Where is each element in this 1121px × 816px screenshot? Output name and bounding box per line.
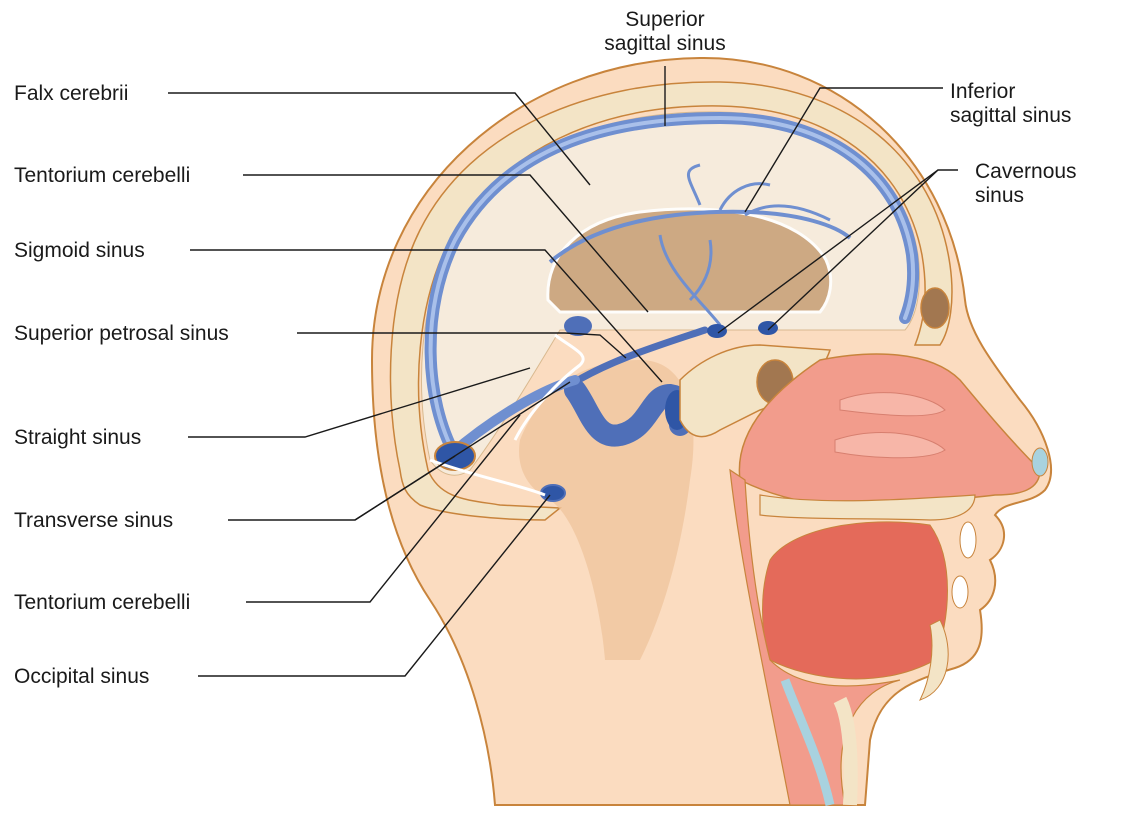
label-tentorium-cerebelli-lower: Tentorium cerebelli xyxy=(14,591,190,615)
label-tentorium-cerebelli-upper: Tentorium cerebelli xyxy=(14,164,190,188)
label-line: Inferior xyxy=(950,80,1071,104)
label-line: sagittal sinus xyxy=(950,104,1071,128)
label-line: Superior xyxy=(560,8,770,32)
cavernous-left-cross-section xyxy=(707,324,727,338)
label-line: Cavernous xyxy=(975,160,1077,184)
label-transverse-sinus: Transverse sinus xyxy=(14,509,173,533)
label-occipital-sinus: Occipital sinus xyxy=(14,665,149,689)
label-cavernous-sinus: Cavernous sinus xyxy=(975,160,1077,208)
label-line: sagittal sinus xyxy=(560,32,770,56)
nostril xyxy=(1032,448,1048,476)
label-inferior-sagittal-sinus: Inferior sagittal sinus xyxy=(950,80,1071,128)
label-superior-petrosal-sinus: Superior petrosal sinus xyxy=(14,322,229,346)
teeth-lower xyxy=(952,576,968,608)
label-straight-sinus: Straight sinus xyxy=(14,426,141,450)
teeth-upper xyxy=(960,522,976,558)
label-sigmoid-sinus: Sigmoid sinus xyxy=(14,239,145,263)
label-superior-sagittal-sinus: Superior sagittal sinus xyxy=(560,8,770,56)
label-line: sinus xyxy=(975,184,1077,208)
label-falx-cerebrii: Falx cerebrii xyxy=(14,82,128,106)
frontal-sinus xyxy=(921,288,949,328)
tongue xyxy=(763,522,948,679)
occipital-sinus-cross-section xyxy=(541,485,565,501)
